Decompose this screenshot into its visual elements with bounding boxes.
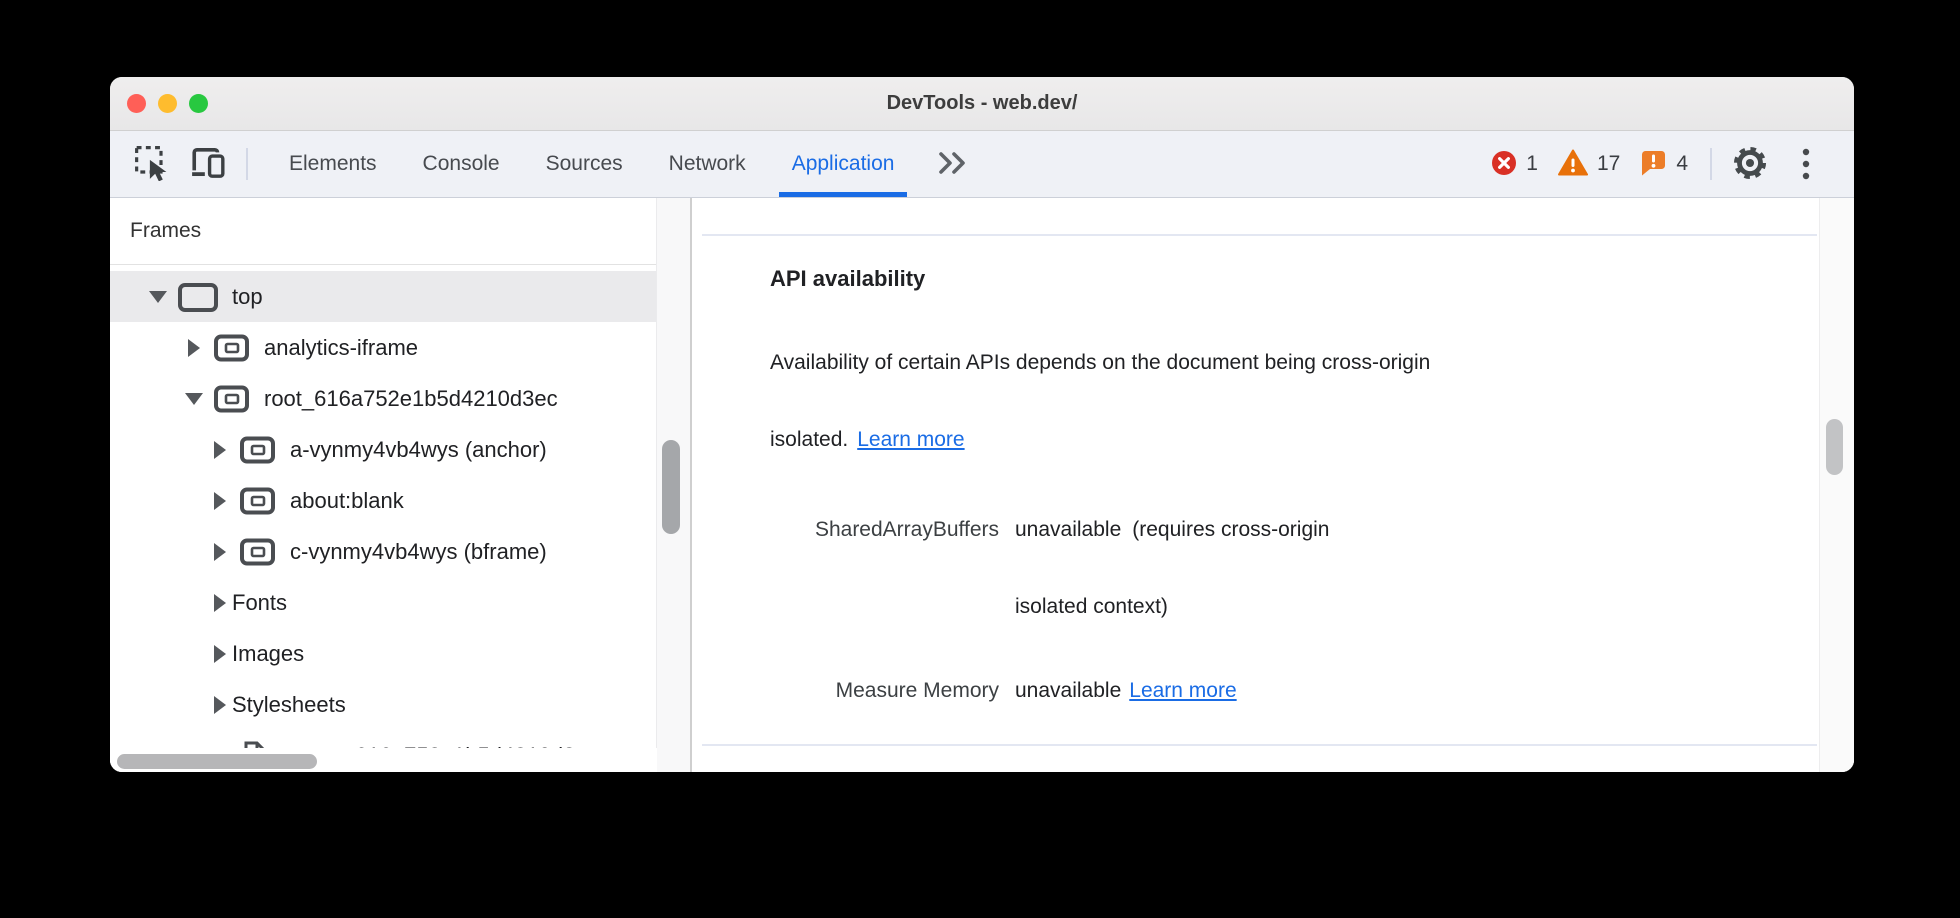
tab-application[interactable]: Application	[769, 131, 918, 197]
availability-value: unavailable	[1015, 679, 1122, 702]
panel-tabs: Elements Console Sources Network Applica…	[266, 131, 917, 197]
tree-item-label: Fonts	[232, 589, 288, 615]
expander-expanded-icon[interactable]	[185, 392, 203, 405]
learn-more-link[interactable]: Learn more	[857, 428, 965, 451]
report-field-value: unavailable(requires cross-origin isolat…	[1015, 491, 1393, 645]
minimize-button[interactable]	[158, 94, 177, 113]
learn-more-link[interactable]: Learn more	[1129, 679, 1237, 702]
frames-tree: top analytics-iframe root_616a752e1b5d42…	[110, 265, 690, 772]
iframe-icon	[240, 436, 275, 463]
availability-value: unavailable	[1015, 518, 1122, 541]
tab-network[interactable]: Network	[646, 131, 769, 197]
report-field-name: SharedArrayBuffers	[814, 518, 999, 541]
sidebar-vertical-scrollbar-thumb[interactable]	[662, 440, 680, 534]
more-tabs-button[interactable]	[931, 140, 975, 188]
tree-item-label: root_616a752e1b5d4210d3ec	[264, 385, 558, 411]
tree-item-bframe[interactable]: c-vynmy4vb4wys (bframe)	[110, 526, 690, 577]
gear-icon	[1732, 145, 1768, 184]
frames-sidebar: Frames top analytics-iframe root_616a752…	[110, 198, 692, 772]
description-line: isolated.	[770, 428, 849, 451]
expander-collapsed-icon[interactable]	[212, 542, 228, 561]
iframe-icon	[240, 538, 275, 565]
description-line: Availability of certain APIs depends on …	[770, 351, 1431, 374]
section-divider	[702, 234, 1817, 236]
tree-item-about-blank[interactable]: about:blank	[110, 475, 690, 526]
window-title: DevTools - web.dev/	[886, 92, 1078, 114]
tree-item-top[interactable]: top	[110, 271, 690, 322]
more-tabs-chevron-icon	[936, 150, 970, 179]
tree-item-root-frame[interactable]: root_616a752e1b5d4210d3ec	[110, 373, 690, 424]
iframe-icon	[240, 487, 275, 514]
tab-elements[interactable]: Elements	[266, 131, 400, 197]
warning-badge[interactable]: 17	[1550, 149, 1628, 179]
expander-collapsed-icon[interactable]	[212, 491, 228, 510]
expander-collapsed-icon[interactable]	[212, 644, 228, 663]
devtools-window: DevTools - web.dev/ Elements	[110, 77, 1854, 772]
frame-icon	[178, 282, 218, 312]
warning-count: 17	[1596, 152, 1621, 175]
security-isolation-report: API availability Availability of certain…	[692, 198, 1854, 772]
tree-item-label: analytics-iframe	[264, 334, 419, 360]
tree-item-label: a-vynmy4vb4wys (anchor)	[290, 436, 547, 462]
close-button[interactable]	[127, 94, 146, 113]
tree-item-analytics-iframe[interactable]: analytics-iframe	[110, 322, 690, 373]
traffic-lights	[127, 77, 208, 130]
expander-expanded-icon[interactable]	[149, 290, 167, 303]
tree-item-anchor-frame[interactable]: a-vynmy4vb4wys (anchor)	[110, 424, 690, 475]
tab-sources[interactable]: Sources	[523, 131, 646, 197]
toolbar-divider	[246, 148, 248, 180]
issues-badge[interactable]: 4	[1632, 150, 1696, 179]
three-dot-menu-icon	[1801, 147, 1811, 181]
tree-item-images[interactable]: Images	[110, 628, 690, 679]
error-badge[interactable]: 1	[1483, 150, 1546, 179]
tree-item-stylesheets[interactable]: Stylesheets	[110, 679, 690, 730]
iframe-icon	[214, 334, 249, 361]
expander-collapsed-icon[interactable]	[186, 338, 202, 357]
toolbar-divider	[1710, 148, 1712, 180]
sidebar-horizontal-scrollbar-thumb[interactable]	[117, 754, 317, 769]
toggle-device-toolbar-button[interactable]	[186, 140, 230, 188]
sidebar-vertical-scrollbar[interactable]	[656, 198, 690, 772]
device-toolbar-icon	[190, 145, 226, 184]
inspect-element-button[interactable]	[130, 140, 174, 188]
tree-item-label: about:blank	[290, 487, 404, 513]
tree-item-label: Images	[232, 640, 305, 666]
warning-icon	[1557, 149, 1588, 179]
inspect-icon	[134, 145, 170, 184]
expander-collapsed-icon[interactable]	[212, 440, 228, 459]
expander-collapsed-icon[interactable]	[212, 695, 228, 714]
section-divider	[702, 744, 1817, 746]
error-count: 1	[1526, 152, 1538, 175]
tab-console[interactable]: Console	[400, 131, 523, 197]
tree-item-label: top	[232, 283, 263, 309]
settings-button[interactable]	[1728, 140, 1772, 188]
report-row-measure-memory: Measure Memory unavailable Learn more	[692, 652, 1393, 729]
tree-item-label: c-vynmy4vb4wys (bframe)	[290, 538, 547, 564]
expander-collapsed-icon[interactable]	[212, 593, 228, 612]
report-vertical-scrollbar[interactable]	[1819, 198, 1854, 772]
section-description: Availability of certain APIs depends on …	[770, 324, 1764, 478]
frames-section-label: Frames	[130, 219, 202, 242]
titlebar: DevTools - web.dev/	[110, 77, 1854, 131]
tree-item-fonts[interactable]: Fonts	[110, 577, 690, 628]
report-field-name: Measure Memory	[835, 679, 999, 702]
report-vertical-scrollbar-thumb[interactable]	[1826, 419, 1843, 475]
availability-note: (requires cross-origin isolated context)	[1015, 518, 1330, 618]
section-title: API availability	[770, 266, 926, 291]
tree-item-label: Stylesheets	[232, 691, 346, 717]
devtools-toolbar: Elements Console Sources Network Applica…	[110, 131, 1854, 198]
frames-section-header[interactable]: Frames	[110, 198, 690, 265]
application-panel: Frames top analytics-iframe root_616a752…	[110, 198, 1854, 772]
issue-count: 4	[1676, 152, 1688, 175]
report-field-value: unavailable Learn more	[1015, 652, 1393, 729]
devtools-menu-button[interactable]	[1784, 140, 1828, 188]
report-row-sharedarraybuffers: SharedArrayBuffers unavailable(requires …	[692, 491, 1393, 645]
issues-icon	[1640, 150, 1667, 179]
iframe-icon	[214, 385, 249, 412]
sidebar-horizontal-scrollbar[interactable]	[110, 748, 657, 772]
zoom-button[interactable]	[189, 94, 208, 113]
error-icon	[1491, 150, 1517, 179]
